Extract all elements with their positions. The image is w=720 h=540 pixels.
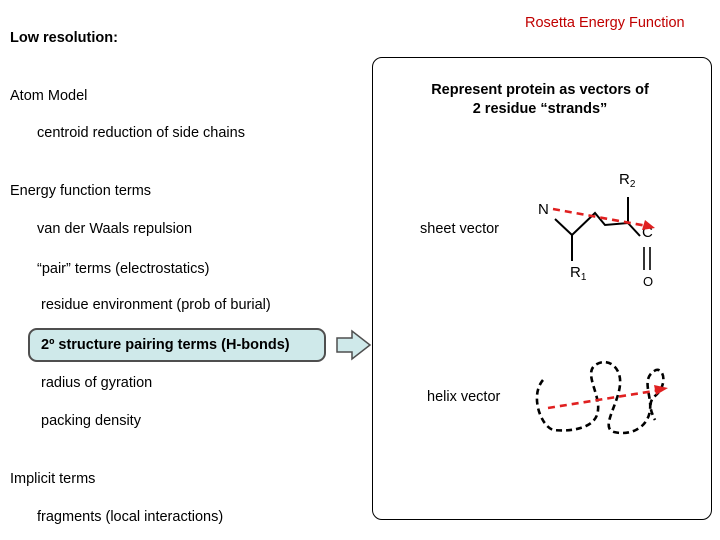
low-resolution-heading: Low resolution:	[10, 30, 118, 46]
c-atom-label: C	[642, 224, 653, 241]
r1-atom-label: R1	[570, 264, 587, 283]
secondary-structure-pairing-label: 2º structure pairing terms (H-bonds)	[41, 337, 290, 353]
atom-model-label: Atom Model	[10, 88, 88, 104]
packing-density-label: packing density	[41, 413, 141, 429]
vector-representation-panel	[372, 57, 712, 520]
helix-vector-arrow	[547, 388, 661, 410]
panel-title-line1: Represent protein as vectors of	[431, 82, 649, 98]
r2-atom-label: R2	[619, 171, 636, 190]
radius-of-gyration-label: radius of gyration	[41, 375, 153, 391]
helix-vector-arrowhead-icon	[654, 385, 668, 395]
carbonyl-double-bond	[643, 247, 651, 270]
helix-vector-label: helix vector	[427, 389, 501, 405]
panel-title-line2: 2 residue “strands”	[472, 101, 608, 117]
implicit-terms-label: Implicit terms	[10, 471, 96, 487]
residue-environment-label: residue environment (prob of burial)	[41, 297, 271, 313]
energy-function-terms-label: Energy function terms	[10, 183, 152, 199]
fragments-label: fragments (local interactions)	[37, 509, 224, 525]
pointer-arrow-icon	[336, 329, 372, 361]
helix-coil	[535, 360, 665, 435]
sheet-backbone	[554, 197, 641, 261]
sheet-vector-arrowhead-icon	[642, 220, 655, 230]
rosetta-energy-function-title: Rosetta Energy Function	[525, 15, 685, 31]
o-atom-label: O	[643, 274, 654, 289]
sheet-vector-arrow	[552, 207, 648, 228]
n-atom-label: N	[538, 201, 549, 218]
centroid-reduction-label: centroid reduction of side chains	[37, 125, 245, 141]
sheet-vector-label: sheet vector	[420, 221, 499, 237]
highlighted-term-box	[28, 328, 326, 362]
pair-terms-label: “pair” terms (electrostatics)	[37, 261, 210, 277]
vdw-repulsion-label: van der Waals repulsion	[37, 221, 193, 237]
